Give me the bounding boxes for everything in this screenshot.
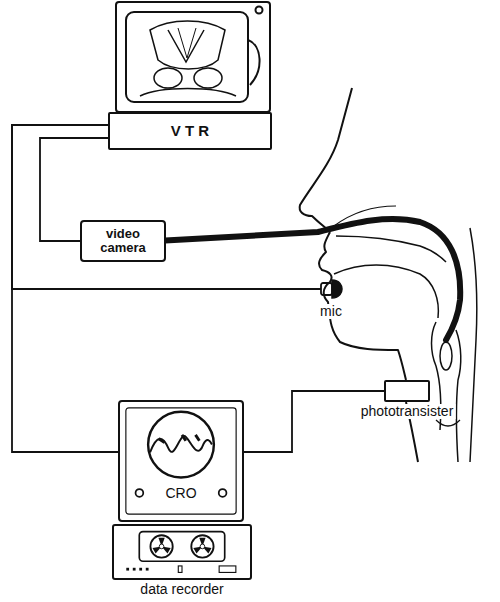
monitor [116,2,270,112]
data-recorder-box: data recorder [112,524,252,580]
microphone: mic [318,278,344,300]
cro-symbol [120,402,242,520]
tape-symbol [114,526,250,578]
mic-symbol [318,278,344,300]
phototransistor-box: phototransister [384,380,430,402]
part-label: data recorder [138,582,225,597]
video-camera-box: video camera [80,220,166,262]
vtr-box: V T R [108,112,272,150]
box-label: CRO [165,486,196,501]
part-label: phototransister [359,404,456,419]
cro-box: CRO [118,400,244,522]
signal-wire [244,391,384,452]
head-profile [300,88,477,462]
fiberscope [156,219,460,340]
part-label: mic [318,304,344,319]
box-label: V T R [171,123,209,140]
box-label: video camera [82,227,164,256]
